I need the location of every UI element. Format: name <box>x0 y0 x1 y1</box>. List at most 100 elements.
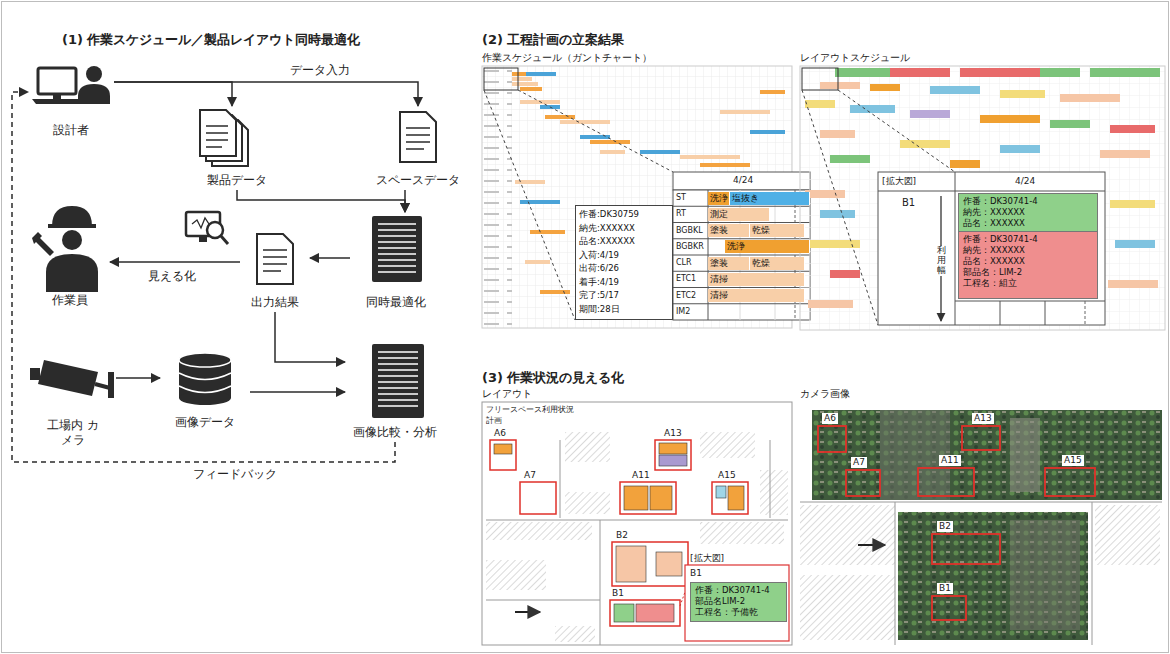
area-label: A15 <box>1062 455 1084 466</box>
floor-plan <box>482 402 792 645</box>
section-title: (3) 作業状況の見える化 <box>482 370 624 386</box>
edge-label: データ入力 <box>288 63 352 77</box>
layout-bar <box>960 68 1040 77</box>
document-icon <box>200 110 236 156</box>
row-label: RT <box>676 209 686 219</box>
node-text: 同時最適化 <box>366 295 426 310</box>
layout-bar <box>980 115 1040 123</box>
gantt-bar: 乾燥 <box>750 257 805 270</box>
node-text: 品名：XXXXXX <box>963 256 1093 267</box>
hatched-area <box>565 432 610 462</box>
document-icon <box>257 234 293 284</box>
area-label: A11 <box>939 455 961 466</box>
placed-product <box>636 604 674 622</box>
gantt-bar <box>600 150 625 154</box>
layout-bar <box>1060 94 1120 102</box>
keyboard-icon <box>32 99 84 104</box>
person-icon <box>78 84 110 104</box>
area-frame <box>918 468 974 496</box>
flow-arrow <box>114 82 232 106</box>
placed-product <box>728 486 744 510</box>
date-header: 4/24 <box>1015 176 1035 187</box>
table-rule <box>878 172 1105 325</box>
gantt-bar <box>700 163 750 167</box>
axis-label: 利用幅 <box>937 246 946 276</box>
plan-zoom-frame <box>685 565 789 641</box>
gantt-row-names <box>484 68 512 326</box>
placed-product <box>659 455 687 466</box>
node-text: 塗装 <box>710 224 747 237</box>
row-label: IM2 <box>676 307 690 317</box>
layout-bar <box>820 82 860 89</box>
camera-mount <box>108 372 114 398</box>
today-line <box>1085 301 1086 325</box>
layout-bar <box>1110 200 1155 208</box>
zoom-source <box>802 68 838 90</box>
node-text: 工程名：組立 <box>963 278 1093 289</box>
worker-icon <box>62 230 82 250</box>
document-lines <box>263 250 287 271</box>
hatched-area <box>1095 505 1160 565</box>
gantt-bar <box>580 135 610 139</box>
gantt-zoom-header <box>673 172 810 190</box>
layout-bar <box>890 68 950 77</box>
layout-bar <box>830 155 870 163</box>
gantt-zoom-table <box>673 190 810 320</box>
zoom-guide <box>484 90 673 320</box>
gantt-bar <box>525 260 550 264</box>
area-frame <box>655 440 691 470</box>
camera-photo <box>1010 520 1080 630</box>
placed-product <box>656 552 682 576</box>
camera-icon <box>30 368 40 380</box>
feedback-arrow <box>12 92 395 462</box>
zoom-tag: [拡大図] <box>690 553 724 564</box>
gantt-bar <box>530 230 565 234</box>
placed-product <box>624 486 648 510</box>
chart-title: レイアウト <box>482 388 532 400</box>
layout-bar <box>910 110 950 118</box>
node-text: 清掃 <box>710 273 802 286</box>
node-text: 設計者 <box>53 123 89 138</box>
gantt-bar <box>560 120 610 124</box>
area-label: B1 <box>690 568 702 579</box>
layout-bar <box>820 210 855 218</box>
gantt-bar <box>640 150 680 154</box>
row-label: BGBKL <box>676 226 703 236</box>
area-frame <box>932 534 1000 564</box>
row-label: CLR <box>676 258 692 268</box>
zoom-tag: [拡大図] <box>882 176 916 187</box>
row-label: ETC1 <box>676 274 696 284</box>
layout-chart <box>800 66 1165 330</box>
node-text: スペースデータ <box>376 173 460 188</box>
section-title: (2) 工程計画の立案結果 <box>482 32 624 48</box>
node-text: 測定 <box>710 208 767 221</box>
camera-photo <box>812 410 1162 500</box>
layout-bar <box>1000 90 1045 98</box>
monitor-icon <box>53 94 61 99</box>
flow-arrow <box>250 391 345 393</box>
placed-product <box>616 546 646 582</box>
area-frame <box>712 482 748 514</box>
flow-arrow <box>237 190 405 212</box>
server-icon <box>372 216 422 282</box>
plan-wall <box>486 440 788 645</box>
gantt-bar: 洗浄 <box>708 192 730 205</box>
camera-node: 工場内 カメラ <box>30 350 116 450</box>
node-text: 作番：DK30741-4 <box>695 585 782 596</box>
flow-arrow <box>404 190 406 212</box>
layout-bar <box>808 300 853 308</box>
document-icon <box>400 112 436 162</box>
node-text: 乾燥 <box>752 224 802 237</box>
gantt-bar <box>590 140 630 144</box>
gantt-bar <box>512 82 538 86</box>
node-text: 納先：XXXXXX <box>963 207 1093 218</box>
node-text: 品名:XXXXXX <box>579 235 669 249</box>
layout-bar <box>1040 68 1080 77</box>
plan-wall <box>800 502 1162 645</box>
database-icon <box>179 353 231 367</box>
node-text: 作番:DK30759 <box>579 208 669 222</box>
hatched-area <box>555 626 595 642</box>
hatched-area <box>565 492 610 514</box>
area-frame <box>520 482 556 514</box>
